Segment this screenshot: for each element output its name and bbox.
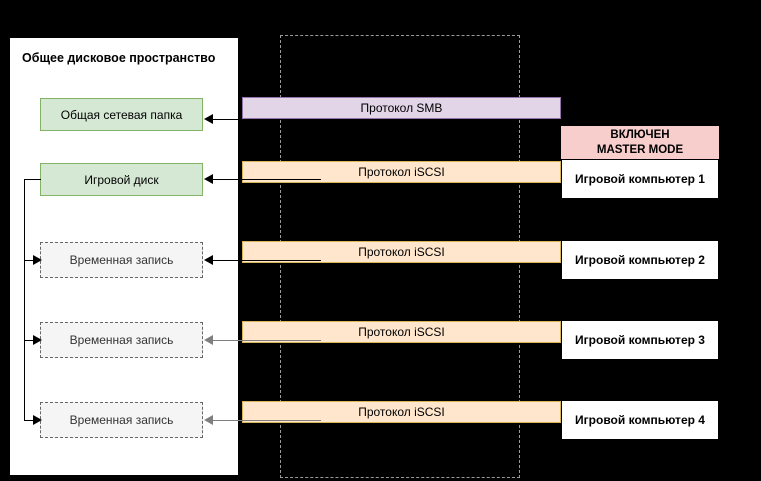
connector-arrow-smb [204, 114, 213, 124]
connector-line-iscsi-1 [213, 179, 321, 180]
temp-record-box-1[interactable]: Временная запись [40, 242, 203, 278]
share-box-network-folder[interactable]: Общая сетевая папка [40, 98, 203, 131]
computer-box-2[interactable]: Игровой компьютер 2 [561, 240, 719, 280]
shared-storage-title: Общее дисковое пространство [22, 51, 216, 65]
share-box-game-disk[interactable]: Игровой диск [40, 163, 203, 196]
connector-line-smb [213, 119, 321, 120]
master-mode-line-1: ВКЛЮЧЕН [610, 129, 670, 142]
branch-line-from-game-disk [24, 179, 41, 180]
protocol-bar-smb[interactable]: Протокол SMB [242, 97, 561, 119]
branch-arrow-to-temp-3 [33, 415, 42, 425]
computer-box-3[interactable]: Игровой компьютер 3 [561, 320, 719, 360]
branch-line-to-temp-3 [24, 420, 35, 421]
computer-box-1[interactable]: Игровой компьютер 1 [561, 159, 719, 199]
connector-line-iscsi-4 [213, 420, 321, 421]
connector-line-iscsi-2 [213, 260, 321, 261]
branch-line-vertical [24, 179, 25, 421]
protocol-bar-iscsi-1[interactable]: Протокол iSCSI [242, 161, 561, 183]
branch-arrow-to-temp-2 [33, 335, 42, 345]
connector-arrow-iscsi-1 [204, 174, 213, 184]
protocol-bar-iscsi-3[interactable]: Протокол iSCSI [242, 321, 561, 343]
branch-line-to-temp-2 [24, 340, 35, 341]
master-mode-line-2: MASTER MODE [596, 143, 684, 156]
protocol-bar-iscsi-4[interactable]: Протокол iSCSI [242, 401, 561, 423]
protocol-bar-iscsi-2[interactable]: Протокол iSCSI [242, 241, 561, 263]
branch-arrow-to-temp-1 [33, 255, 42, 265]
branch-line-to-temp-1 [24, 260, 35, 261]
connector-arrow-iscsi-4 [204, 415, 213, 425]
connector-arrow-iscsi-2 [204, 255, 213, 265]
master-mode-banner: ВКЛЮЧЕН MASTER MODE [561, 126, 719, 159]
computer-box-4[interactable]: Игровой компьютер 4 [561, 400, 719, 440]
temp-record-box-3[interactable]: Временная запись [40, 402, 203, 438]
connector-arrow-iscsi-3 [204, 335, 213, 345]
temp-record-box-2[interactable]: Временная запись [40, 322, 203, 358]
connector-line-iscsi-3 [213, 340, 321, 341]
